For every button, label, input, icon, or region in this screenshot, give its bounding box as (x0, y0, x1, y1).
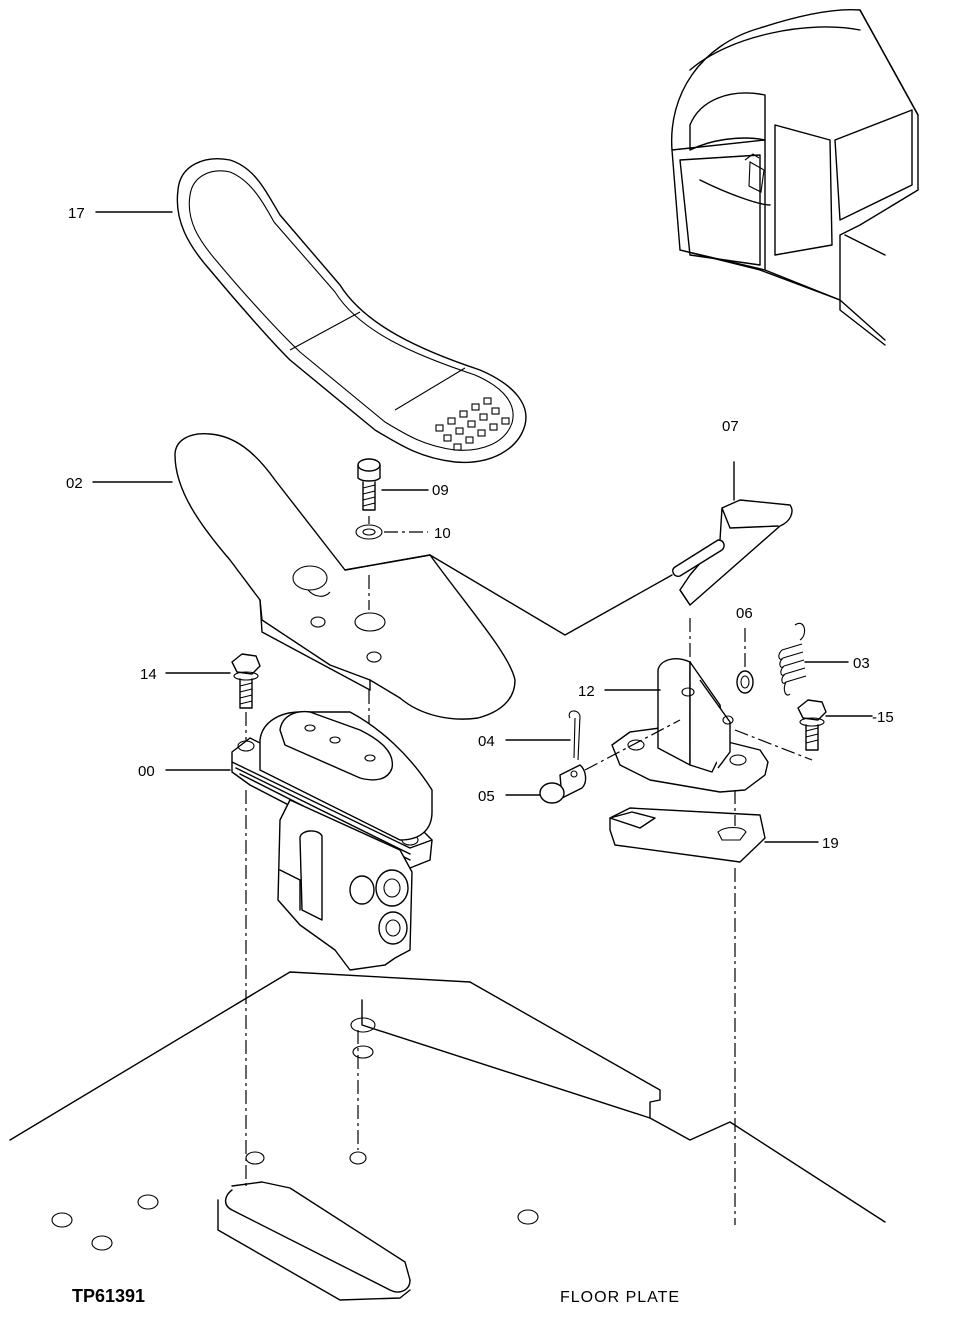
part-03-spring (778, 622, 807, 696)
callout-12: 12 (578, 683, 595, 700)
tread-pattern (435, 397, 510, 451)
floor-plate (9, 971, 886, 1301)
part-05-clevis-pin (539, 764, 587, 804)
part-14-bolt (231, 653, 261, 709)
callout-03: 03 (853, 655, 870, 672)
callout-09: 09 (432, 482, 449, 499)
part-10-washer (355, 524, 383, 540)
part-06-washer (736, 670, 754, 694)
callout-15: -15 (872, 709, 894, 726)
callout-14: 14 (140, 666, 157, 683)
part-00-pilot-valve (231, 710, 433, 971)
part-12-hinge-base (611, 658, 769, 793)
callout-19: 19 (822, 835, 839, 852)
part-04-cotter-pin (568, 710, 581, 761)
part-02-pedal (174, 433, 516, 720)
callout-06: 06 (736, 605, 753, 622)
callout-10: 10 (434, 525, 451, 542)
callout-04: 04 (478, 733, 495, 750)
callout-00: 00 (138, 763, 155, 780)
callout-17: 17 (68, 205, 85, 222)
callout-05: 05 (478, 788, 495, 805)
cab-locator-illustration (670, 8, 919, 346)
callout-07: 07 (722, 418, 739, 435)
part-19-shim (609, 807, 766, 863)
callout-02: 02 (66, 475, 83, 492)
diagram-caption: FLOOR PLATE (560, 1289, 680, 1306)
part-07-stopper (672, 499, 793, 606)
drawing-number: TP61391 (72, 1286, 145, 1306)
part-17-pedal-cover (176, 158, 527, 464)
part-15-bolt (797, 699, 827, 751)
part-09-screw (357, 458, 381, 511)
